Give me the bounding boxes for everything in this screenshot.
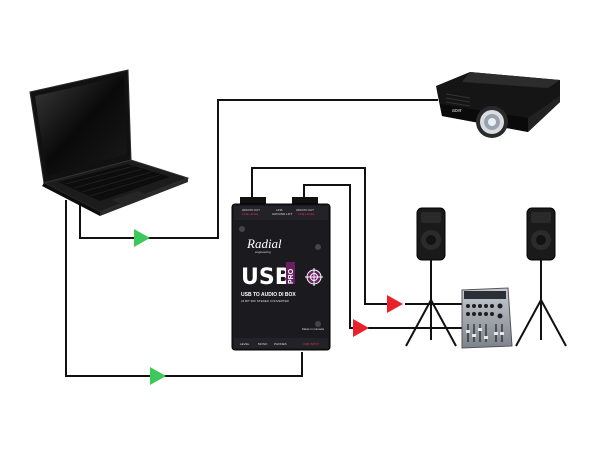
screw-icon	[239, 226, 245, 232]
cable-laptop-to-di-usb	[65, 200, 303, 377]
crosshair-logo-icon	[305, 268, 323, 286]
usb-pro-di-box: 200/470 OUT LINE LEVEL LINK GROUND LIFT …	[231, 197, 331, 351]
laptop-icon	[29, 69, 190, 216]
di-made-in: Made in Canada	[302, 327, 324, 331]
mixer-icon	[461, 287, 513, 349]
di-top-left-sub: LINE LEVEL	[242, 212, 259, 216]
screw-icon	[315, 321, 321, 327]
di-subtitle: USB TO AUDIO DI BOX	[241, 292, 296, 298]
di-brand: Radial	[246, 236, 282, 251]
di-top-right-label: 200/470 OUT	[296, 208, 314, 212]
di-top-right-sub: LINE LEVEL	[298, 212, 315, 216]
di-top-mid-label: LINK	[276, 208, 283, 212]
speaker-cabinet-icon	[416, 207, 446, 261]
projector-brand: acer	[452, 108, 462, 114]
speaker-stand-icon	[515, 260, 567, 347]
red-arrow-right-audio	[353, 319, 369, 337]
di-brand-sub: engineering	[255, 250, 271, 254]
di-bottom-label-usb: USB INPUT	[303, 342, 319, 346]
di-bottom-label-phones: PHONES	[274, 342, 287, 346]
speaker-cabinet-icon	[526, 207, 556, 261]
cable-di-left-out-top	[251, 167, 396, 305]
di-top-mid-sub: GROUND LIFT	[272, 212, 293, 216]
di-top-left-label: 200/470 OUT	[242, 208, 260, 212]
red-arrow-left-audio	[387, 295, 403, 313]
signal-arrows	[134, 229, 403, 385]
di-subtitle2: 24 BIT 96K STEREO CONVERTER	[241, 299, 290, 303]
pa-speaker-right	[515, 207, 567, 347]
screw-icon	[315, 244, 321, 250]
projector-icon: acer	[436, 72, 560, 138]
di-bottom-label-mono: MONO	[258, 342, 268, 346]
green-arrow-usb	[150, 367, 166, 385]
speaker-stand-icon	[405, 260, 457, 347]
pa-speaker-left	[405, 207, 457, 347]
di-model: USB	[241, 265, 291, 290]
di-model-suffix: PRO	[288, 268, 295, 284]
cable-di-right-out-top	[303, 184, 358, 329]
di-bottom-label-level: LEVEL	[240, 342, 250, 346]
green-arrow-video	[134, 229, 150, 247]
